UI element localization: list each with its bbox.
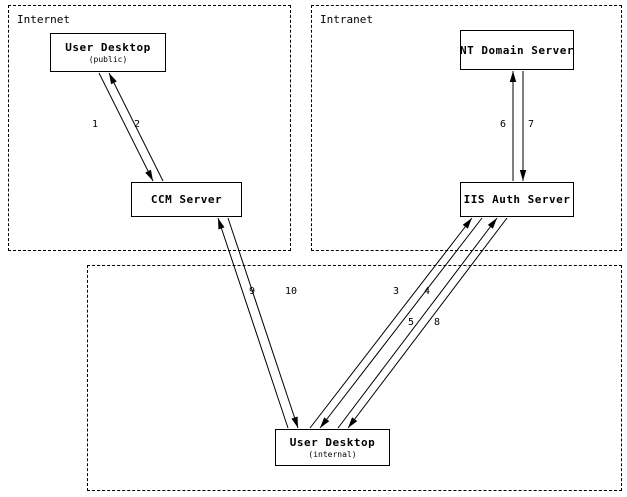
node-title: User Desktop bbox=[289, 435, 376, 449]
edge-arrowhead-6 bbox=[509, 71, 517, 82]
edge-line-4 bbox=[319, 217, 483, 429]
node-user-desktop-internal[interactable]: User Desktop (internal) bbox=[275, 429, 390, 466]
edge-label-6: 6 bbox=[500, 119, 507, 130]
edge-label-7: 7 bbox=[528, 119, 535, 130]
edge-line-5 bbox=[337, 217, 498, 429]
edge-line-10 bbox=[227, 217, 299, 429]
node-ccm-server[interactable]: CCM Server bbox=[131, 182, 242, 217]
edge-label-4: 4 bbox=[424, 286, 431, 297]
edge-arrowhead-4 bbox=[320, 417, 330, 428]
zone-intranet bbox=[311, 5, 622, 251]
edge-line-8 bbox=[347, 217, 508, 429]
node-title: CCM Server bbox=[150, 193, 223, 206]
edge-line-1 bbox=[98, 72, 154, 182]
edge-arrowhead-8 bbox=[348, 417, 358, 428]
node-title: User Desktop bbox=[65, 40, 151, 54]
edge-label-3: 3 bbox=[393, 286, 400, 297]
edge-label-5: 5 bbox=[408, 317, 415, 328]
edge-arrowhead-9 bbox=[218, 218, 225, 230]
edge-label-1: 1 bbox=[92, 119, 99, 130]
node-title: IIS Auth Server bbox=[463, 193, 571, 206]
zone-internet bbox=[8, 5, 291, 251]
node-title: NT Domain Server bbox=[460, 43, 574, 57]
edge-label-10: 10 bbox=[285, 286, 298, 297]
edge-line-2 bbox=[108, 72, 164, 182]
edge-label-2: 2 bbox=[134, 119, 141, 130]
zone-internet-label: Internet bbox=[17, 13, 70, 26]
node-subtitle: (internal) bbox=[308, 449, 357, 459]
edge-arrowhead-7 bbox=[519, 170, 527, 181]
edge-arrowhead-10 bbox=[291, 416, 298, 428]
edge-label-9: 9 bbox=[249, 286, 256, 297]
edge-arrowhead-5 bbox=[487, 218, 497, 229]
edge-line-9 bbox=[217, 217, 289, 429]
node-user-desktop-public[interactable]: User Desktop (public) bbox=[50, 33, 166, 72]
node-subtitle: (public) bbox=[88, 54, 128, 64]
zone-internal-network bbox=[87, 265, 622, 491]
edge-label-8: 8 bbox=[434, 317, 441, 328]
zone-intranet-label: Intranet bbox=[320, 13, 373, 26]
node-iis-auth-server[interactable]: IIS Auth Server bbox=[460, 182, 574, 217]
edge-line-3 bbox=[309, 217, 473, 429]
edge-arrowhead-1 bbox=[145, 169, 153, 181]
edge-arrowhead-2 bbox=[109, 73, 117, 85]
edge-arrowhead-3 bbox=[462, 218, 472, 229]
node-nt-domain-server[interactable]: NT Domain Server bbox=[460, 30, 574, 70]
